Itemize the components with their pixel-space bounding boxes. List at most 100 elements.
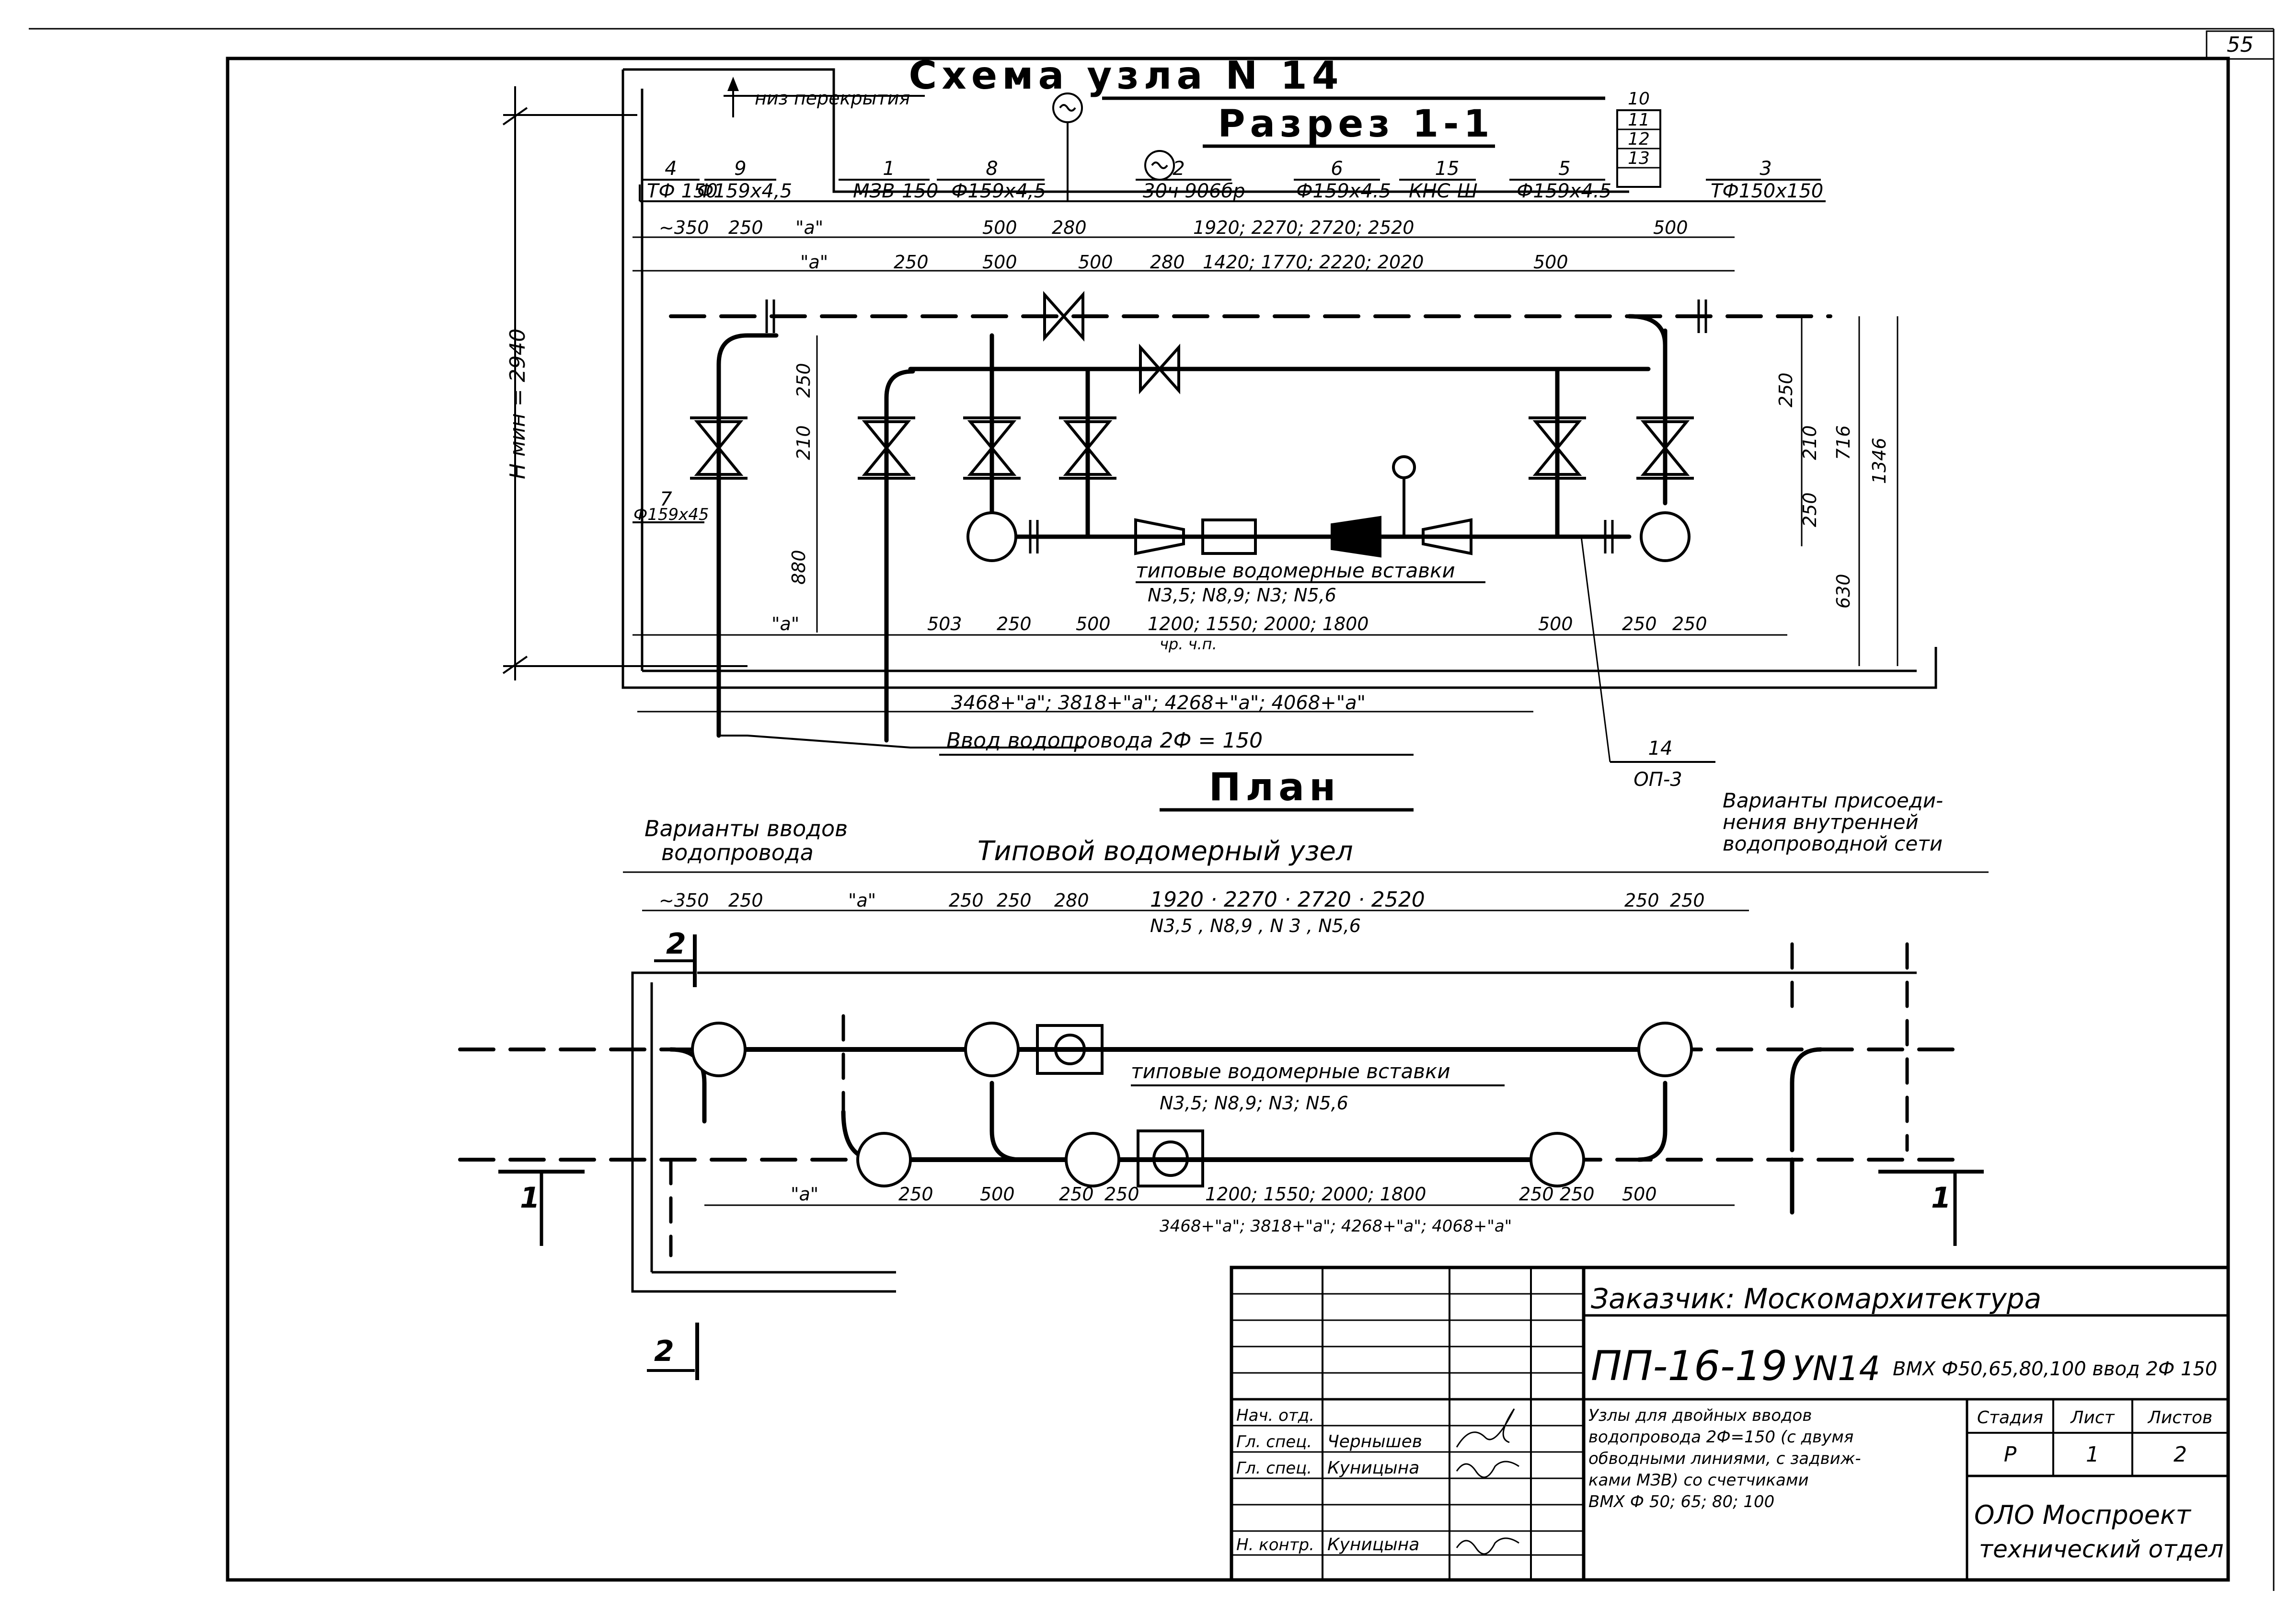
pipe-end-icon (966, 511, 1017, 562)
insert-numbers: N3,5; N8,9; N3; N5,6 (1160, 1093, 1348, 1114)
plan-meters (1036, 1024, 1204, 1187)
vertical-dims: 250 210 880 250 210 716 1346 250 630 (788, 363, 1890, 609)
dimension-value: 280 (1054, 890, 1089, 911)
callout-spec: Ф159х4,5 (951, 180, 1046, 202)
callout-number: 2 (1173, 158, 1185, 180)
plan-title: План (1209, 765, 1341, 809)
callout-number: 8 (986, 158, 998, 180)
dimension-value: ~350 (659, 217, 709, 238)
signature-role: Нач. отд. (1236, 1406, 1314, 1425)
dimension-lines (633, 236, 1787, 713)
drawing-subtitle: ВМХ Ф50,65,80,100 ввод 2Ф 150 (1893, 1358, 2217, 1380)
callout-number: 4 (665, 158, 677, 180)
section-mark-label: 2 (654, 1335, 674, 1368)
gauge-icon (1052, 92, 1175, 201)
dimension-value: 1920 · 2270 · 2720 · 2520 (1150, 887, 1425, 912)
gate-valve-icon (690, 416, 748, 480)
gate-valve-icon (858, 416, 915, 480)
dimension-value: 250 (1059, 1184, 1094, 1205)
dimension-value: 250 (1519, 1184, 1554, 1205)
dimension-value: 250 (1799, 492, 1820, 527)
section-title: Разрез 1-1 (1218, 103, 1494, 146)
description-line: обводными линиями, с задвиж- (1588, 1449, 1861, 1468)
callout-number: 10 (1628, 89, 1650, 109)
section-marks: 2 1 1 2 (498, 927, 1984, 1380)
dimension-value: 630 (1833, 574, 1854, 609)
dimension-value: 500 (1538, 613, 1573, 634)
pressure-gauge-icon (1392, 455, 1416, 479)
total-dimension: 3468+"а"; 3818+"а"; 4268+"а"; 4068+"а" (1160, 1217, 1512, 1236)
gate-valve-icon (1059, 416, 1116, 480)
variants-connect-line3: водопроводной сети (1723, 832, 1943, 855)
insert-label: типовые водомерные вставки (1131, 1060, 1450, 1083)
stage-header: Стадия (1977, 1408, 2043, 1428)
callout-7: 7 Ф159х45 (633, 488, 709, 524)
dimension-value: 250 (1672, 613, 1707, 634)
department-label: технический отдел (1979, 1535, 2224, 1563)
callout-spec: Ф159х4.5 (1296, 180, 1391, 202)
gate-valve-icon (963, 416, 1021, 480)
plan-insert-labels: типовые водомерные вставки N3,5; N8,9; N… (1131, 1060, 1505, 1205)
section-mark-label: 1 (520, 1181, 540, 1215)
dimension-value: 500 (1533, 252, 1568, 273)
sheet-frame (29, 28, 2275, 1591)
callout-number: 3 (1760, 158, 1771, 180)
title-block-text: Заказчик: Москомархитектура ПП-16-19 УN1… (1236, 1282, 2224, 1563)
dimension-value: 500 (1078, 252, 1113, 273)
dimension-value: 250 (1560, 1184, 1595, 1205)
water-meter-icon (1036, 1024, 1104, 1075)
dimension-value: 250 (1624, 890, 1659, 911)
sheet-header: Лист (2070, 1408, 2115, 1428)
dimension-value: 250 (949, 890, 984, 911)
dimension-value: 250 (1622, 613, 1657, 634)
callout-spec: ТФ 150 (647, 180, 718, 202)
dimension-value: 250 (898, 1184, 933, 1205)
callout-spec: МЗВ-150 (853, 180, 938, 202)
callout-spec: ОП-3 (1633, 769, 1682, 791)
insert-lengths: 1200; 1550; 2000; 1800 (1148, 613, 1369, 634)
riser-icon (1530, 1132, 1585, 1187)
pipe-end-icon (1640, 511, 1691, 562)
variants-connect-line1: Варианты присоеди- (1723, 789, 1943, 812)
signature-role: Гл. спец. (1236, 1432, 1312, 1451)
dimension-value: 250 (728, 890, 763, 911)
dimension-value: 1920; 2270; 2720; 2520 (1193, 217, 1414, 238)
dimension-value: 500 (982, 252, 1017, 273)
height-dimension (502, 86, 748, 680)
dimension-value: 250 (1670, 890, 1705, 911)
section-mark-label: 2 (666, 927, 686, 961)
gate-valve-icon (1139, 344, 1180, 394)
height-label: Н мин = 2940 (506, 329, 530, 479)
dimension-value: "а" (791, 1184, 818, 1205)
signature-name: Куницына (1327, 1535, 1419, 1555)
flanges (765, 299, 1707, 553)
inlet-label: Ввод водопровода 2Ф = 150 (946, 728, 1263, 753)
signature-role: Н. контр. (1236, 1535, 1314, 1555)
dimension-value: 503 (927, 613, 962, 634)
variants-inlet-line1: Варианты вводов (644, 816, 848, 841)
description-line: ками МЗВ) со счетчиками (1588, 1471, 1809, 1490)
dimension-value: 210 (1799, 425, 1820, 460)
dimension-value: "а" (848, 890, 876, 911)
stacked-callouts: 10 11 12 13 (1616, 89, 1661, 188)
callout-spec: 30ч 906бр (1143, 180, 1245, 202)
callout-number: 6 (1331, 158, 1343, 180)
plan-group-labels: Варианты вводов водопровода Типовой водо… (644, 789, 1943, 867)
dimension-value: 500 (982, 217, 1017, 238)
riser-icon (1637, 1022, 1693, 1077)
dimension-value: 210 (793, 425, 814, 460)
slab-bottom-label: низ перекрытия (755, 88, 910, 109)
dimension-value: 250 (1775, 372, 1796, 407)
water-meter-icon (1137, 1129, 1204, 1187)
total-dimension: 3468+"а"; 3818+"а"; 4268+"а"; 4068+"а" (951, 692, 1366, 714)
cp-label: чр. ч.п. (1160, 635, 1217, 653)
variants-connect-line2: нения внутренней (1723, 810, 1919, 834)
variants-inlet-line2: водопровода (661, 840, 814, 865)
callout-number: 12 (1628, 129, 1650, 149)
callout-spec: КНС-Ш (1409, 180, 1478, 202)
dimension-value: ~350 (659, 890, 709, 911)
dimension-value: 500 (1653, 217, 1688, 238)
insert-numbers: N3,5; N8,9; N3; N5,6 (1148, 585, 1336, 606)
callout-number: 15 (1435, 158, 1460, 180)
sheet-value: 1 (2086, 1442, 2099, 1467)
